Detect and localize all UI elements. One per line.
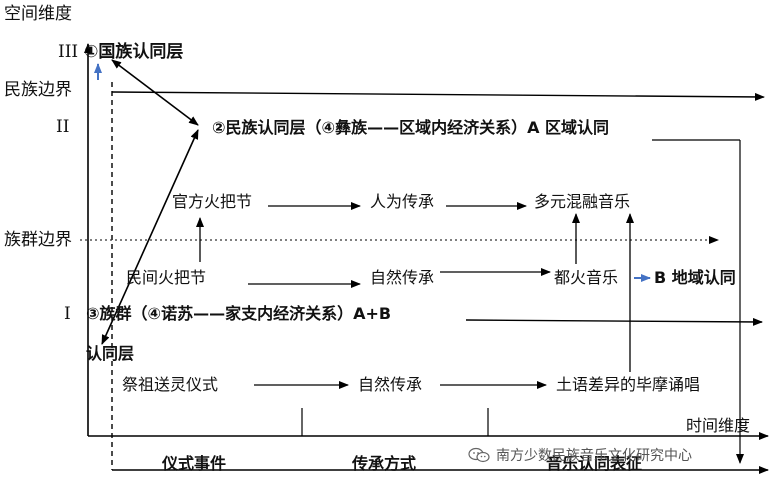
watermark: 南方少数民族音乐文化研究中心 [468, 445, 692, 465]
natural-transmission-1: 自然传承 [370, 268, 435, 287]
zuqun-boundary-label: 族群边界 [4, 230, 72, 250]
link-top-mid [111, 59, 199, 126]
level-iii-label: III [58, 42, 79, 62]
regional-identity-b: B 地域认同 [654, 268, 736, 287]
official-torch-festival: 官方火把节 [172, 192, 253, 211]
footer-transmission-mode: 传承方式 [352, 454, 417, 473]
footer-music-identity: 音乐认同表征 [546, 454, 643, 473]
link-mid-low [101, 129, 199, 345]
wechat-icon [468, 447, 490, 463]
national-identity-layer: ①国族认同层 [84, 42, 184, 62]
minzu-boundary-arrow [111, 91, 765, 101]
level-i-label: I [64, 304, 71, 324]
ethnic-group-layer-line1: ③族群（④诺苏——家支内经济关系）A+B [86, 304, 392, 323]
artificial-transmission: 人为传承 [370, 192, 435, 211]
ethnic-group-layer-line2: 认同层 [86, 344, 135, 363]
level-ii-label: II [56, 117, 70, 137]
natural-transmission-2: 自然传承 [358, 375, 423, 394]
y-axis-title: 空间维度 [4, 4, 72, 24]
multicultural-music: 多元混融音乐 [534, 192, 631, 211]
ancestor-ritual: 祭祖送灵仪式 [122, 375, 219, 394]
minzu-boundary-label: 民族边界 [4, 80, 72, 100]
duhuo-music: 都火音乐 [554, 268, 619, 287]
low-row-arrow [465, 317, 763, 326]
footer-ritual-events: 仪式事件 [162, 454, 227, 473]
bimo-chant: 土语差异的毕摩诵唱 [556, 375, 701, 394]
ethnic-identity-layer: ②民族认同层（④彝族——区域内经济关系）A 区域认同 [212, 118, 610, 137]
watermark-text: 南方少数民族音乐文化研究中心 [496, 448, 692, 464]
folk-torch-festival: 民间火把节 [126, 268, 207, 287]
x-axis-title: 时间维度 [686, 416, 751, 435]
